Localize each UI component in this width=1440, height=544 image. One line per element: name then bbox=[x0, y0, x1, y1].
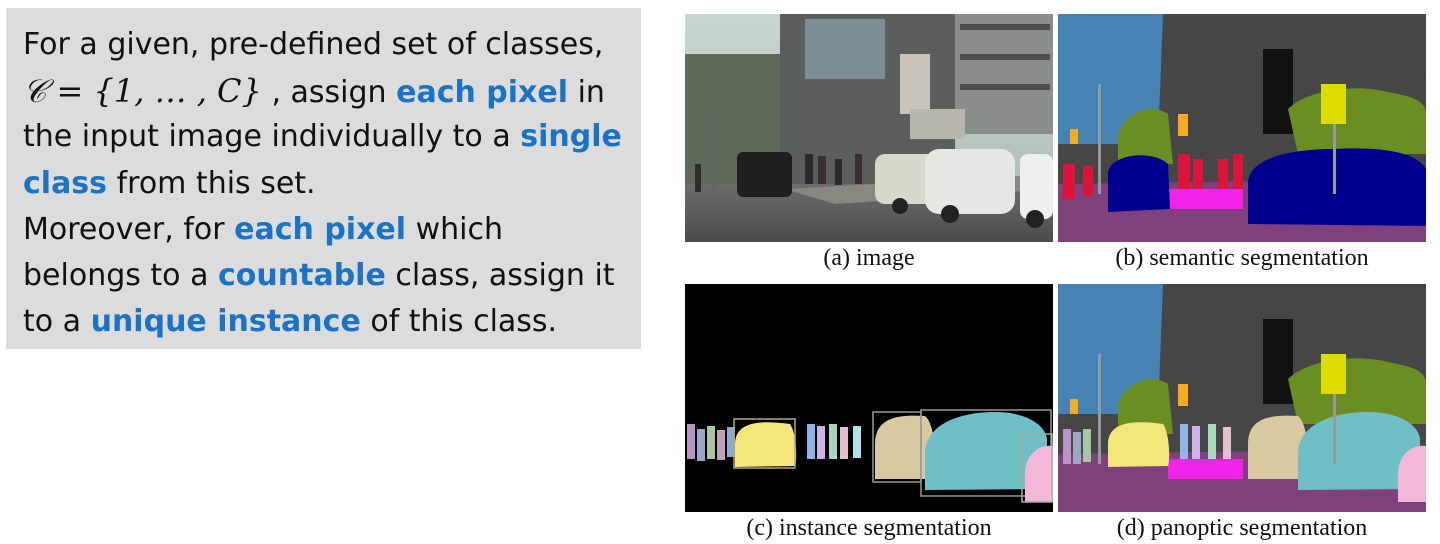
highlight-each-pixel: each pixel bbox=[396, 75, 569, 111]
panoptic-segmentation-image bbox=[1058, 284, 1426, 512]
definition-text-box: For a given, pre-defined set of classes,… bbox=[6, 8, 641, 349]
highlight-countable: countable bbox=[218, 257, 386, 293]
caption-semantic-segmentation: (b) semantic segmentation bbox=[1115, 245, 1369, 271]
street-photo-image bbox=[685, 14, 1053, 242]
highlight-each-pixel-2: each pixel bbox=[234, 211, 407, 247]
definition-line-2: 𝒞 = {1, … , C} , assign each pixel in bbox=[23, 72, 605, 111]
panoptic-segmentation-panel bbox=[1058, 284, 1426, 512]
definition-line-1: For a given, pre-defined set of classes, bbox=[23, 27, 604, 62]
highlight-single: single bbox=[520, 119, 622, 155]
definition-line-6: belongs to a countable class, assign it bbox=[23, 257, 615, 293]
definition-line-7: to a unique instance of this class. bbox=[23, 304, 558, 340]
caption-image: (a) image bbox=[823, 245, 915, 271]
semantic-segmentation-image bbox=[1058, 14, 1426, 242]
highlight-unique-instance: unique instance bbox=[90, 304, 361, 340]
street-photo-panel bbox=[685, 14, 1053, 242]
class-set-formula: 𝒞 = {1, … , C} bbox=[23, 72, 262, 111]
definition-line-3: the input image individually to a single bbox=[23, 119, 622, 155]
caption-instance-segmentation: (c) instance segmentation bbox=[746, 515, 992, 541]
caption-panoptic-segmentation: (d) panoptic segmentation bbox=[1116, 515, 1368, 541]
definition-line-5: Moreover, for each pixel which bbox=[23, 211, 504, 247]
highlight-class: class bbox=[23, 165, 108, 201]
instance-segmentation-image bbox=[685, 284, 1053, 512]
definition-line-4: class from this set. bbox=[23, 165, 316, 201]
instance-segmentation-panel bbox=[685, 284, 1053, 512]
semantic-segmentation-panel bbox=[1058, 14, 1426, 242]
